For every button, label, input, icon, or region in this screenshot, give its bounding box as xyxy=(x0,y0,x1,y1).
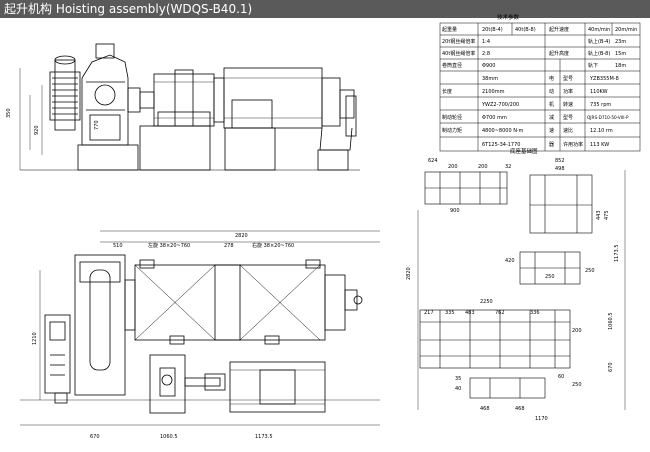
dim-483: 483 xyxy=(465,310,475,316)
dim-900: 900 xyxy=(450,208,460,214)
spec-cell: 机 xyxy=(549,101,554,108)
note-right-groove: 右旋 38×20~760 xyxy=(252,242,294,249)
dim-35: 35 xyxy=(455,376,461,382)
dim-32: 32 xyxy=(505,164,511,170)
spec-cell: 4800~8000 N·m xyxy=(482,128,524,134)
dim-1173-5-right: 1173.5 xyxy=(614,245,620,263)
spec-cell: 6T125-34-1770 xyxy=(482,142,520,148)
spec-cell: YWZ2-700/200 xyxy=(481,102,519,108)
spec-cell: 电 xyxy=(549,75,554,82)
page-title: 起升机构 Hoisting assembly(WDQS-B40.1) xyxy=(4,2,253,16)
frame-plan: 底座基础图 624 200 200 32 852 498 900 443 xyxy=(406,147,626,422)
spec-cell: 速比 xyxy=(563,127,573,134)
spec-cell: 轨上(B-8) xyxy=(588,50,610,57)
spec-cell: 轨上(B-4) xyxy=(588,38,610,45)
dim-2250: 2250 xyxy=(480,299,493,305)
dim-335: 335 xyxy=(445,310,455,316)
dim-1060-5-right: 1060.5 xyxy=(608,313,614,331)
dim-2820-top: 2820 xyxy=(235,233,248,239)
dim-200b: 200 xyxy=(478,164,488,170)
dim-475: 475 xyxy=(604,210,610,220)
dim-670-right: 670 xyxy=(608,362,614,372)
spec-cell: 功率 xyxy=(563,88,573,95)
spec-cell: 长度 xyxy=(442,88,452,95)
spec-cell: 转速 xyxy=(563,101,573,108)
plan-view: 2820 510 左旋 38×20~760 278 右旋 38×20~760 1… xyxy=(20,230,380,440)
spec-cell: 动 xyxy=(549,88,554,95)
dim-498: 498 xyxy=(555,166,565,172)
dim-200c: 200 xyxy=(572,328,582,334)
spec-cell: 起重量 xyxy=(442,26,457,33)
elevation-view: 350 770 920 xyxy=(6,43,360,171)
dim-40: 40 xyxy=(455,386,461,392)
dim-443: 443 xyxy=(596,210,602,220)
spec-cell: 20t钢丝绳倍率 xyxy=(442,38,475,45)
spec-cell: Φ900 xyxy=(482,63,495,69)
spec-table-heading: 技术参数 xyxy=(497,13,520,21)
spec-cell: 38mm xyxy=(482,76,498,82)
dim-624: 624 xyxy=(428,158,438,164)
spec-cell: 制动力矩 xyxy=(442,127,462,134)
dim-250: 250 xyxy=(545,274,555,280)
dim-278: 278 xyxy=(224,243,234,249)
spec-cell: QJRS-D710-50-VIII-P xyxy=(587,115,629,120)
spec-cell: 制动轮径 xyxy=(442,114,462,121)
spec-cell: 12.10 rm xyxy=(590,128,613,134)
spec-cell: 许用功率 xyxy=(563,141,583,148)
spec-cell: 型号 xyxy=(563,75,573,82)
spec-cell: 速 xyxy=(549,128,554,134)
spec-cell: 20m/min xyxy=(615,27,637,33)
spec-cell: 18m xyxy=(615,63,626,69)
spec-cell: 735 rpm xyxy=(590,102,611,108)
dim-770: 770 xyxy=(94,120,100,130)
dim-762: 762 xyxy=(495,310,505,316)
dim-468: 468 xyxy=(480,406,490,412)
dim-250c: 250 xyxy=(572,382,582,388)
spec-cell: 减 xyxy=(549,114,554,121)
dim-852: 852 xyxy=(555,158,565,164)
dim-468b: 468 xyxy=(515,406,525,412)
spec-cell: 23m xyxy=(615,39,626,45)
dim-250b: 250 xyxy=(585,268,595,274)
spec-cell: 2:8 xyxy=(482,51,490,57)
spec-cell: 1:4 xyxy=(482,39,490,45)
frame-heading: 底座基础图 xyxy=(510,147,538,155)
spec-cell: YZB355M-8 xyxy=(589,76,619,82)
note-left-groove: 左旋 38×20~760 xyxy=(148,242,190,249)
dim-670-left: 670 xyxy=(90,434,100,440)
spec-cell: 器 xyxy=(549,142,554,148)
spec-cell: 40t(B-8) xyxy=(515,27,536,33)
dim-1210: 1210 xyxy=(32,332,38,345)
dim-200: 200 xyxy=(448,164,458,170)
spec-cell: 15m xyxy=(615,51,626,57)
dim-510: 510 xyxy=(113,243,123,249)
dim-2820-right: 2820 xyxy=(406,267,412,280)
spec-cell: 110KW xyxy=(590,89,608,95)
dim-350: 350 xyxy=(6,108,12,118)
spec-table-cells: 起重量 20t(B-4) 40t(B-8) 起升速度 40m/min 20m/m… xyxy=(442,26,637,148)
spec-cell: 型号 xyxy=(563,114,573,121)
title-bar: 起升机构 Hoisting assembly(WDQS-B40.1) xyxy=(0,0,650,18)
spec-cell: 40t钢丝绳倍率 xyxy=(442,50,475,57)
dim-336: 336 xyxy=(530,310,540,316)
dim-420: 420 xyxy=(505,258,515,264)
dim-1170: 1170 xyxy=(535,416,548,422)
spec-cell: 轨下 xyxy=(588,62,598,69)
spec-cell: 卷筒直径 xyxy=(442,62,462,69)
spec-cell: 起升速度 xyxy=(549,26,569,33)
dim-217: 217 xyxy=(424,310,434,316)
dim-920: 920 xyxy=(34,125,40,135)
dim-1060-5-left: 1060.5 xyxy=(160,434,178,440)
spec-table: 技术参数 xyxy=(439,13,641,152)
spec-cell: 113 KW xyxy=(590,142,609,148)
dim-60: 60 xyxy=(558,374,564,380)
spec-cell: 20t(B-4) xyxy=(482,27,503,33)
spec-cell: 起升高度 xyxy=(549,50,569,57)
spec-cell: 40m/min xyxy=(588,27,610,33)
spec-cell: Φ700 mm xyxy=(482,115,507,121)
dim-1173-5-left: 1173.5 xyxy=(255,434,273,440)
spec-cell: 2100mm xyxy=(482,89,505,95)
